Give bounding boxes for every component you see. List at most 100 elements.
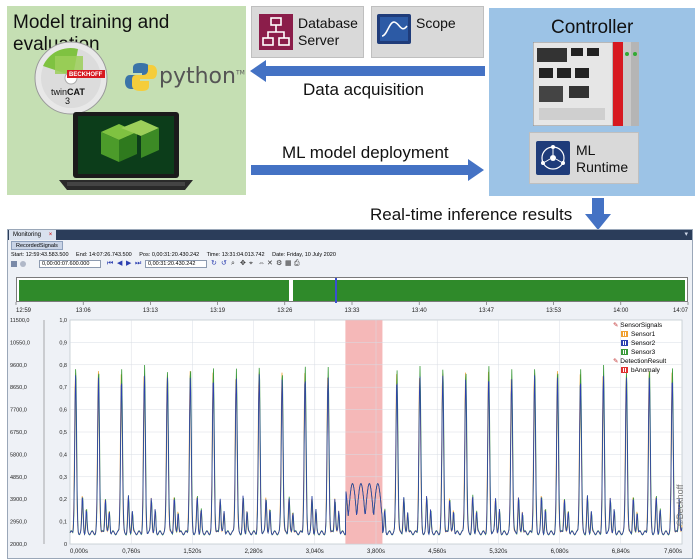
measure-icon[interactable]: ⇔ bbox=[258, 260, 265, 267]
overview-tick-label: 13:06 bbox=[76, 308, 92, 314]
x-tick-label: 7,600s bbox=[664, 549, 682, 555]
python-tm: TM bbox=[235, 69, 245, 77]
scope-label: Scope bbox=[416, 15, 456, 31]
tab-close-icon[interactable]: × bbox=[48, 232, 53, 238]
step-back-icon[interactable]: ◀ bbox=[117, 260, 123, 267]
y-right-tick-label: 0,3 bbox=[59, 475, 67, 481]
overview-tick-label: 12:59 bbox=[16, 308, 32, 314]
twincat-disc-icon bbox=[33, 40, 109, 116]
position-field[interactable]: 0,00:31:20.430.242 bbox=[145, 260, 207, 268]
legend-group-detection-label: DetectionResult bbox=[620, 358, 667, 365]
settings-icon[interactable]: ⚙ bbox=[276, 260, 283, 267]
ml-runtime-icon bbox=[536, 141, 570, 175]
y-right-tick-label: 0,4 bbox=[59, 452, 67, 458]
ml-deployment-label: ML model deployment bbox=[282, 143, 449, 162]
overview-signal-band-1 bbox=[19, 280, 289, 301]
zoom-icon[interactable]: ⌕ bbox=[231, 260, 235, 267]
stop-icon[interactable] bbox=[11, 261, 17, 267]
legend-swatch bbox=[621, 367, 628, 374]
series-sensor2 bbox=[69, 374, 683, 536]
y-right-tick-label: 0,8 bbox=[59, 363, 67, 369]
y-right-tick-label: 0 bbox=[64, 542, 67, 548]
y-left-tick-label: 2950,0 bbox=[10, 520, 27, 526]
twincat-version: 3 bbox=[65, 96, 71, 106]
twincat-cat: CAT bbox=[67, 87, 85, 97]
y-left-tick-label: 2000,0 bbox=[10, 542, 27, 548]
x-tick-label: 0,000s bbox=[70, 549, 88, 555]
info-date-label: Date: bbox=[272, 252, 286, 258]
skip-back-icon[interactable]: ⏮ bbox=[107, 260, 114, 267]
tab-monitoring[interactable]: Monitoring × bbox=[9, 230, 57, 240]
overview-position-marker[interactable] bbox=[335, 278, 337, 303]
y-left-tick-label: 8650,0 bbox=[10, 385, 27, 391]
record-info-bar: Start: 12:59:43.583.500 End: 14:07:26.74… bbox=[11, 251, 691, 259]
scope-icon bbox=[377, 14, 411, 44]
y-left-tick-label: 5800,0 bbox=[10, 452, 27, 458]
monitoring-tabbar: Monitoring × ▾ bbox=[8, 230, 692, 240]
python-text: python bbox=[159, 64, 236, 89]
info-pos-value: 0,00:31:20.430.242 bbox=[151, 252, 200, 258]
info-start-label: Start: bbox=[11, 252, 25, 258]
y-left-tick-label: 9600,0 bbox=[10, 363, 27, 369]
move-icon[interactable]: ✥ bbox=[240, 260, 246, 267]
training-panel: Model training and evaluation BECKHOFF t… bbox=[7, 6, 246, 195]
python-logo-icon bbox=[125, 62, 157, 92]
legend-item[interactable]: Sensor2 bbox=[613, 339, 689, 348]
record-icon[interactable] bbox=[20, 261, 26, 267]
x-tick-label: 6,840s bbox=[612, 549, 630, 555]
overview-tick-label: 13:40 bbox=[412, 308, 428, 314]
legend-item[interactable]: Sensor1 bbox=[613, 330, 689, 339]
y-left-tick-label: 6750,0 bbox=[10, 430, 27, 436]
undo-icon[interactable]: ↺ bbox=[221, 260, 227, 267]
info-time-label: Time: bbox=[206, 252, 221, 258]
database-label: Database Server bbox=[298, 15, 358, 49]
overview-signal-band-2 bbox=[293, 280, 685, 301]
tab-monitoring-label: Monitoring bbox=[13, 232, 42, 238]
laptop-icon bbox=[57, 110, 195, 194]
overview-tick-label: 13:26 bbox=[277, 308, 293, 314]
overview-timeline[interactable] bbox=[16, 277, 688, 303]
y-left-tick-label: 4850,0 bbox=[10, 475, 27, 481]
cursor-icon[interactable]: ⌖ bbox=[249, 260, 253, 267]
info-end-label: End: bbox=[76, 252, 88, 258]
legend-items-detection: bAnomaly bbox=[613, 366, 689, 375]
subtab-recorded-signals[interactable]: RecordedSignals bbox=[11, 241, 63, 250]
ml-runtime-line1: ML bbox=[576, 142, 596, 158]
skip-forward-icon[interactable]: ⏭ bbox=[135, 260, 142, 267]
scope-module: Scope bbox=[371, 6, 484, 58]
tabbar-pin-icon[interactable]: ▾ bbox=[684, 231, 688, 238]
legend-item[interactable]: bAnomaly bbox=[613, 366, 689, 375]
pan-icon[interactable]: ✕ bbox=[267, 260, 273, 267]
refresh-icon[interactable]: ↻ bbox=[211, 260, 217, 267]
y-right-tick-label: 0,1 bbox=[59, 520, 67, 526]
beckhoff-badge: BECKHOFF bbox=[69, 72, 103, 78]
database-icon bbox=[259, 14, 293, 50]
legend-item[interactable]: Sensor3 bbox=[613, 348, 689, 357]
y-right-tick-label: 0,6 bbox=[59, 408, 67, 414]
step-forward-icon[interactable]: ▶ bbox=[126, 260, 132, 267]
legend-group-sensors[interactable]: ✎ SensorSignals bbox=[613, 322, 663, 329]
legend-group-sensors-label: SensorSignals bbox=[620, 322, 663, 329]
export-icon[interactable]: ⎙ bbox=[294, 260, 300, 267]
time-span-field[interactable]: 0,00:00:07.600.000 bbox=[39, 260, 101, 268]
overview-tick-label: 13:53 bbox=[546, 308, 562, 314]
controller-hardware-icon bbox=[532, 41, 641, 127]
x-tick-label: 1,520s bbox=[183, 549, 201, 555]
x-tick-label: 2,280s bbox=[245, 549, 263, 555]
chart-icon[interactable]: ▦ bbox=[285, 260, 292, 267]
y-left-tick-label: 11500,0 bbox=[10, 318, 29, 324]
legend-item-label: Sensor2 bbox=[631, 340, 656, 347]
legend-swatch bbox=[621, 340, 628, 347]
info-date-value: Friday, 10 July 2020 bbox=[286, 252, 336, 258]
x-tick-label: 3,040s bbox=[306, 549, 324, 555]
overview-tick-label: 14:00 bbox=[613, 308, 629, 314]
legend-group-detection[interactable]: ✎ DetectionResult bbox=[613, 358, 667, 365]
overview-tick-label: 13:33 bbox=[344, 308, 360, 314]
overview-tick-label: 13:47 bbox=[479, 308, 495, 314]
twincat-twin: twin bbox=[51, 87, 68, 97]
